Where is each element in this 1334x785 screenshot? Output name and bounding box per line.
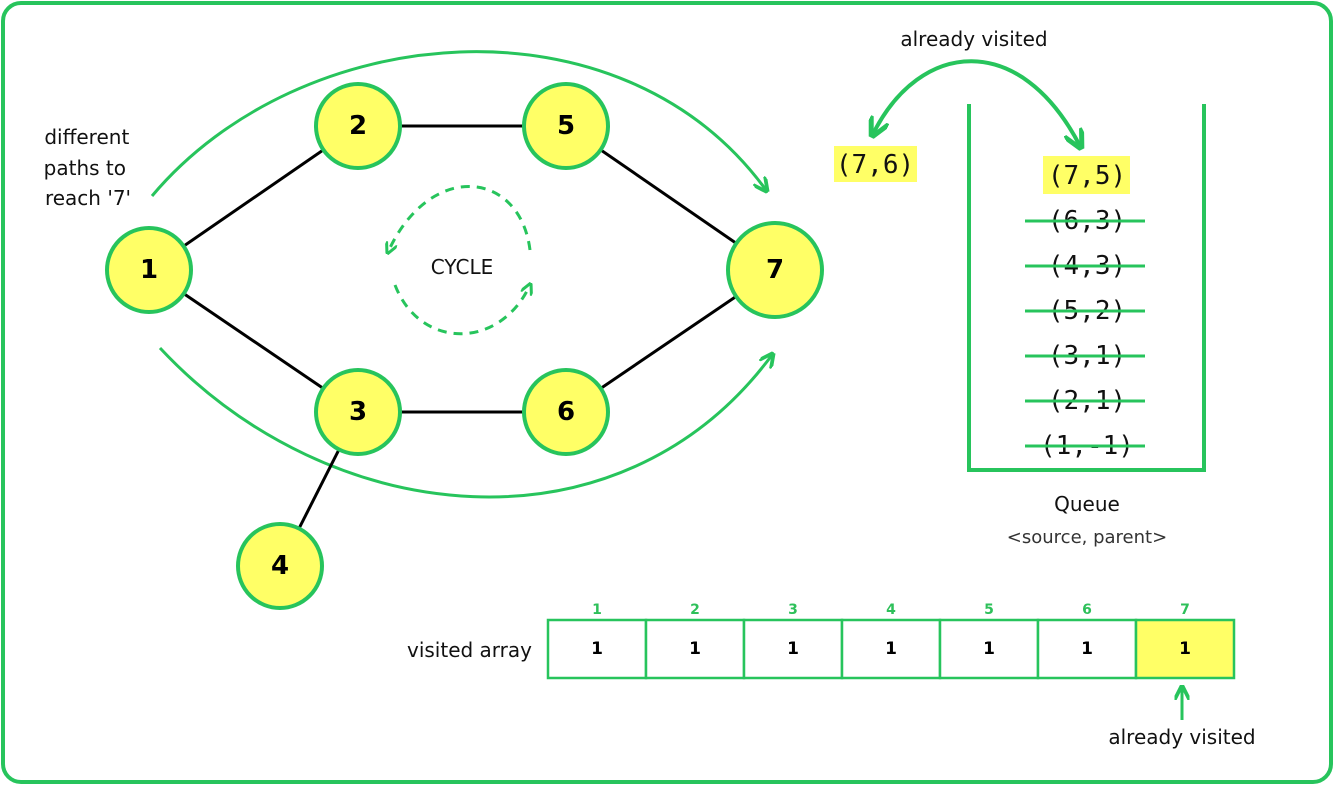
node-circle xyxy=(726,221,824,319)
visited-cell-value: 1 xyxy=(1081,639,1093,659)
node-6: 6 xyxy=(522,368,610,456)
node-5: 5 xyxy=(522,82,610,170)
cycle-label: CYCLE xyxy=(431,255,493,279)
visited-cell: 14 xyxy=(840,602,942,680)
visited-cell-index: 1 xyxy=(592,602,602,618)
queue-container xyxy=(967,104,1206,472)
queue-already-visited-label: already visited xyxy=(900,27,1047,51)
cycle-arrow-bottom xyxy=(393,285,530,336)
node-label: 2 xyxy=(349,111,367,141)
node-circle xyxy=(236,522,324,610)
node-circle xyxy=(314,82,402,170)
queue-item: (7,5) xyxy=(1043,156,1130,194)
node-label: 6 xyxy=(557,397,575,427)
visited-cell-value: 1 xyxy=(591,639,603,659)
node-circle xyxy=(522,368,610,456)
visited-cell-index: 2 xyxy=(690,602,700,618)
visited-cell-box xyxy=(938,618,1040,680)
visited-cell-value: 1 xyxy=(689,639,701,659)
queue-item: (6,3) xyxy=(1025,206,1145,236)
visited-cell: 11 xyxy=(546,602,648,680)
queue-title: Queue xyxy=(1054,492,1120,516)
paths-annotation: different paths to reach '7' xyxy=(44,125,136,210)
visited-cell-box xyxy=(1036,618,1138,680)
visited-cell-box xyxy=(742,618,844,680)
queue-outside-item: (7,6) xyxy=(836,150,914,180)
queue-item: (3,1) xyxy=(1025,341,1145,371)
node-circle xyxy=(522,82,610,170)
visited-cell-value: 1 xyxy=(787,639,799,659)
node-circle xyxy=(105,226,193,314)
visited-cell-index: 5 xyxy=(984,602,994,618)
visited-note: already visited xyxy=(1108,725,1255,749)
visited-cell: 16 xyxy=(1036,602,1138,680)
visited-cell-index: 6 xyxy=(1082,602,1092,618)
visited-cell-index: 3 xyxy=(788,602,798,618)
path-arc-bottom xyxy=(158,346,772,499)
visited-cell-box xyxy=(840,618,942,680)
visited-cell-index: 7 xyxy=(1180,602,1190,618)
already-visited-double-arrow xyxy=(873,59,1080,146)
node-label: 5 xyxy=(557,111,575,141)
path-arc-top xyxy=(150,50,766,197)
node-label: 4 xyxy=(271,551,289,581)
visited-cell-value: 1 xyxy=(983,639,995,659)
visited-array-label: visited array xyxy=(407,638,532,662)
visited-cell-box xyxy=(1134,618,1236,680)
visited-cell: 15 xyxy=(938,602,1040,680)
queue-item: (4,3) xyxy=(1025,251,1145,281)
visited-cell-value: 1 xyxy=(1179,639,1191,659)
node-label: 1 xyxy=(140,255,158,285)
node-3: 3 xyxy=(314,368,402,456)
queue-item-highlight xyxy=(1043,156,1130,194)
visited-cell: 17 xyxy=(1134,602,1236,680)
node-4: 4 xyxy=(236,522,324,610)
queue-item: (1,-1) xyxy=(1025,431,1145,461)
queue-item: (5,2) xyxy=(1025,296,1145,326)
visited-cell: 13 xyxy=(742,602,844,680)
node-2: 2 xyxy=(314,82,402,170)
queue-item-text: (7,5) xyxy=(1048,161,1126,191)
visited-cell-value: 1 xyxy=(885,639,897,659)
node-label: 3 xyxy=(349,397,367,427)
node-7: 7 xyxy=(726,221,824,319)
visited-cell-box xyxy=(546,618,648,680)
node-circle xyxy=(314,368,402,456)
visited-cell-index: 4 xyxy=(886,602,896,618)
node-1: 1 xyxy=(105,226,193,314)
queue-subtitle: <source, parent> xyxy=(1007,527,1167,548)
queue-item: (2,1) xyxy=(1025,386,1145,416)
node-label: 7 xyxy=(766,255,784,285)
